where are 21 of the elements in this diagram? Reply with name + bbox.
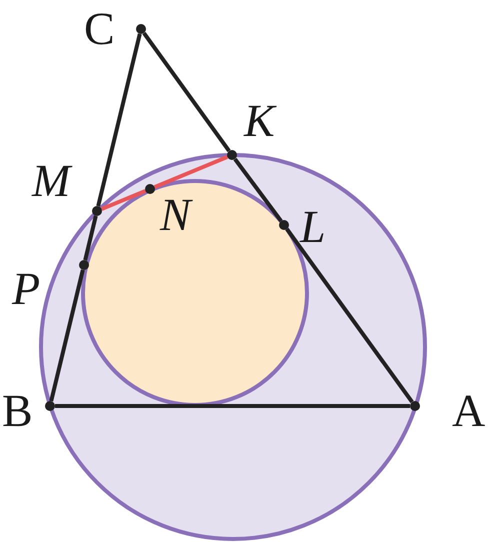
line-segment: [96, 33, 142, 207]
point-label: B: [2, 388, 33, 434]
point-label: N: [160, 192, 191, 238]
point-label: A: [452, 388, 486, 434]
point-label: M: [32, 158, 70, 204]
line-segment: [55, 404, 410, 408]
point-dot: [45, 401, 55, 411]
line-segment: [49, 269, 85, 402]
line-segment: [285, 228, 414, 404]
line-segment: [100, 189, 146, 211]
line-segment: [154, 155, 228, 189]
point-label: P: [12, 266, 40, 312]
point-dot: [410, 401, 420, 411]
point-dot: [136, 24, 146, 34]
line-segment: [83, 215, 98, 261]
point-label: K: [244, 98, 275, 144]
line-segment: [142, 32, 231, 152]
point-label: C: [84, 6, 115, 52]
point-label: L: [300, 204, 326, 250]
point-dot: [92, 206, 102, 216]
line-segment: [233, 158, 283, 222]
